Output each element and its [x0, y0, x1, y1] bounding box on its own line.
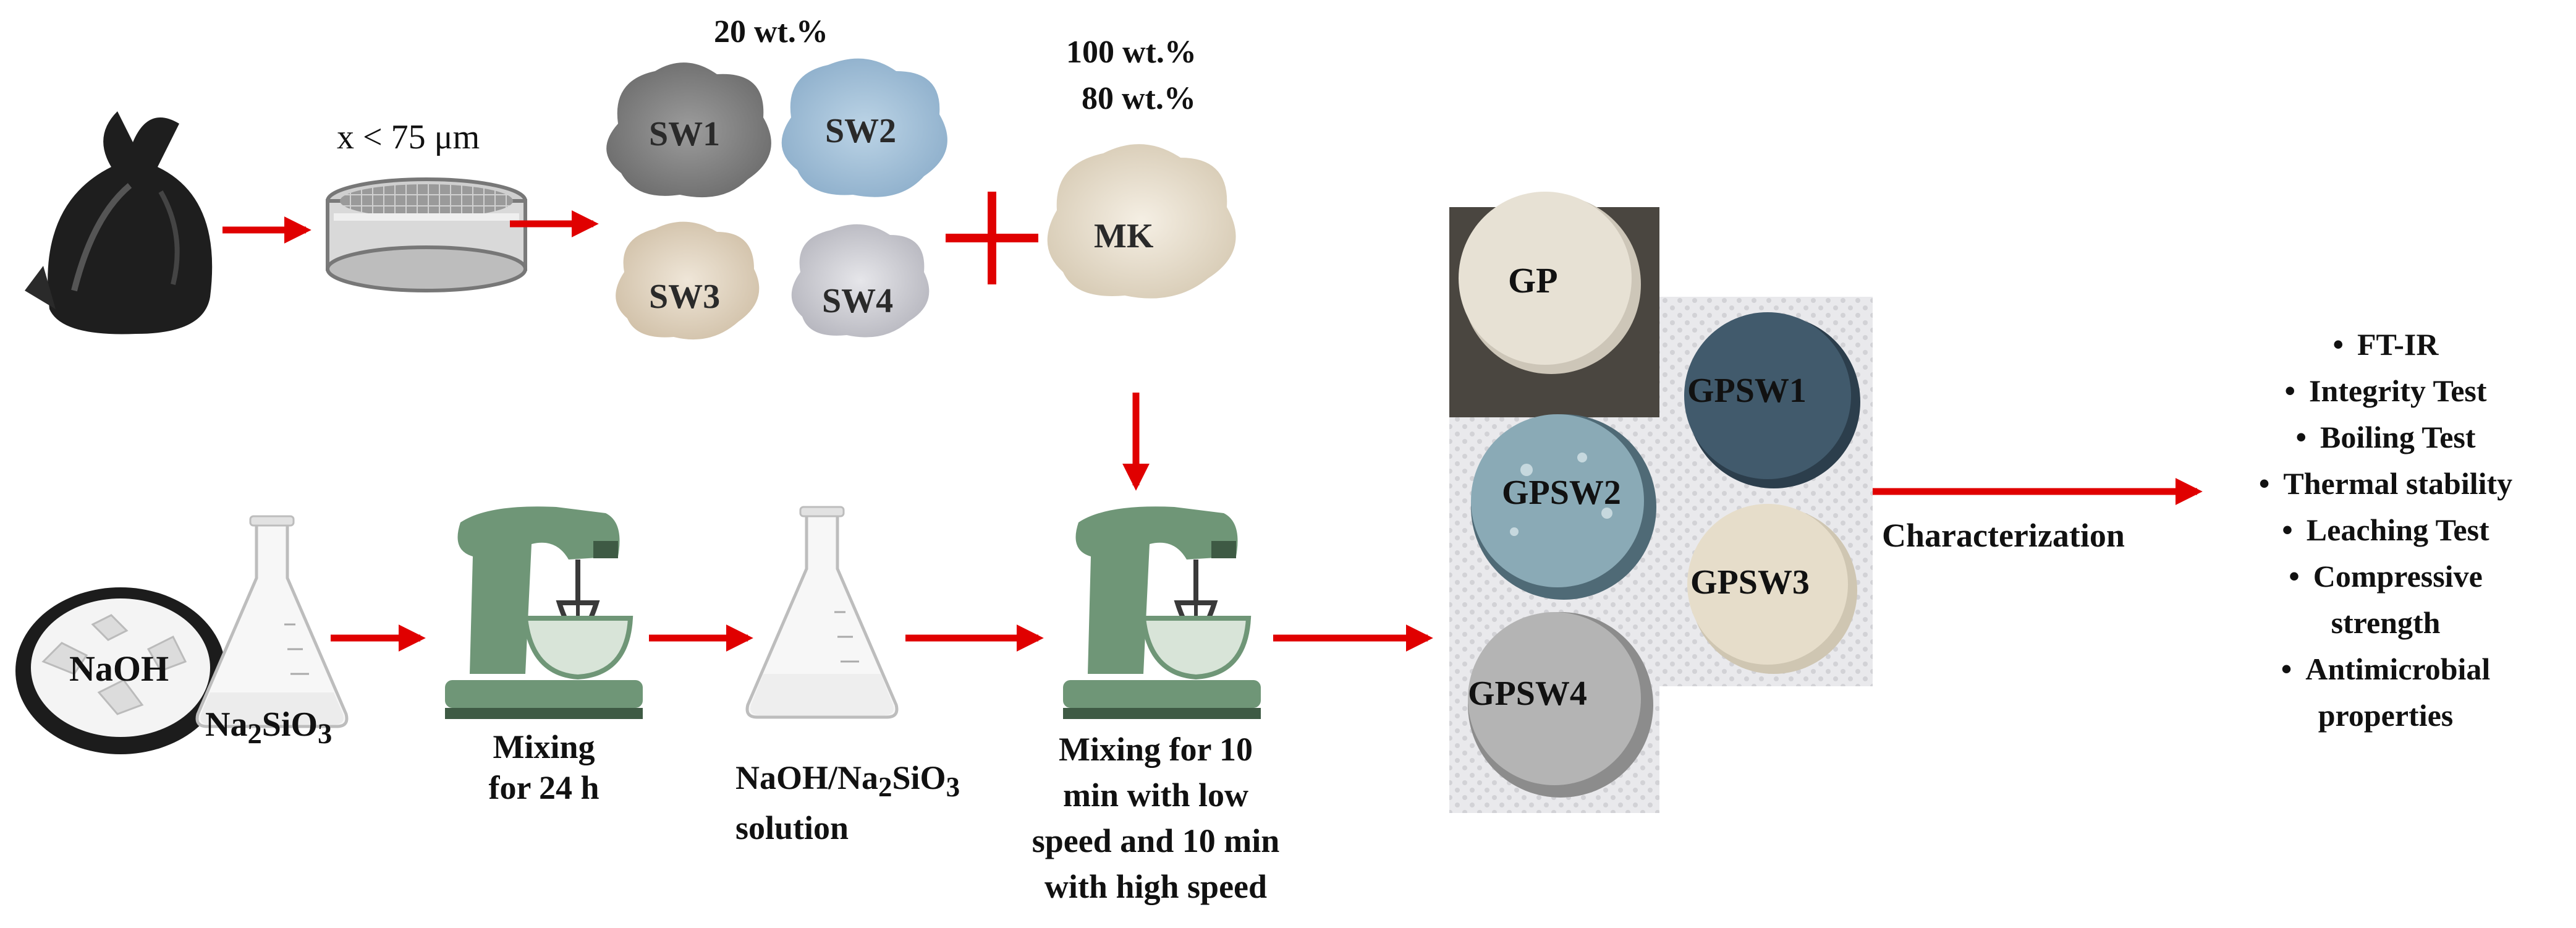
mixing-1-label: Mixing for 24 h: [451, 726, 637, 808]
sw3-label: SW3: [649, 278, 721, 316]
sieve-icon: [326, 177, 527, 292]
solution-line1: NaOH/Na2SiO3: [735, 757, 960, 807]
specimen-label-gpsw2: GPSW2: [1502, 474, 1621, 512]
garbage-bag-icon: [25, 111, 213, 334]
test-item-thermal-stability: •Thermal stability: [2258, 466, 2513, 501]
mk-percent-label-2: 80 wt.%: [1082, 81, 1196, 116]
solution-line2: solution: [735, 809, 849, 846]
solution-sub-3: 3: [946, 771, 960, 802]
specimen-label-gpsw1: GPSW1: [1687, 372, 1807, 410]
sw2-label: SW2: [825, 112, 897, 150]
solution-sub-2: 2: [878, 771, 892, 802]
powder-pile-sw3: [616, 221, 760, 340]
mk-percent-label-1: 100 wt.%: [1066, 35, 1197, 70]
test-item-ftir: •FT-IR: [2332, 327, 2439, 362]
test-item-antimicrobial: •Antimicrobial properties: [2281, 652, 2491, 733]
solution-prefix: NaOH/Na: [735, 759, 879, 796]
sw-percent-label: 20 wt.%: [714, 14, 828, 49]
sieve-size-label: x < 75 μm: [337, 118, 480, 156]
characterization-label: Characterization: [1882, 517, 2125, 554]
mixer-icon-1: [445, 506, 643, 719]
mixing-2-label: Mixing for 10 min with low speed and 10 …: [989, 726, 1323, 909]
mk-label: MK: [1094, 217, 1154, 255]
mixing-2-line2: min with low: [1062, 777, 1249, 814]
test-item-leaching: •Leaching Test: [2282, 513, 2489, 547]
test-item-compressive-strength: •Compressive strength: [2289, 559, 2483, 640]
solution-label: NaOH/Na2SiO3 solution: [735, 757, 960, 848]
specimen-label-gp: GP: [1508, 260, 1558, 300]
sodium-silicate-flask-icon: [195, 515, 349, 728]
sodium-silicate-label: Na2SiO3: [205, 705, 332, 751]
specimen-label-gpsw3: GPSW3: [1690, 563, 1810, 602]
mixing-2-line4: with high speed: [1044, 868, 1268, 905]
silicate-sub-2: 2: [247, 718, 262, 751]
mixing-1-line2: for 24 h: [488, 769, 600, 806]
specimen-photos: [1449, 192, 1873, 813]
naoh-bowl-icon: [15, 587, 226, 754]
powder-pile-sw4: [791, 224, 930, 338]
test-item-boiling: •Boiling Test: [2295, 420, 2476, 454]
powder-pile-mk: [1047, 144, 1236, 299]
silicate-sub-3: 3: [318, 718, 333, 751]
solution-flask-icon: [745, 506, 899, 719]
solution-mid: SiO: [892, 759, 946, 796]
silicate-mid: SiO: [261, 705, 318, 744]
plus-sign: [946, 192, 1038, 284]
sw1-label: SW1: [649, 115, 721, 153]
powder-pile-sw2: [781, 58, 947, 197]
specimen-label-gpsw4: GPSW4: [1468, 675, 1587, 713]
mixing-1-line1: Mixing: [493, 728, 595, 765]
mixer-icon-2: [1063, 506, 1261, 719]
test-item-integrity: •Integrity Test: [2284, 373, 2487, 408]
naoh-label: NaOH: [69, 649, 169, 689]
powder-pile-sw1: [606, 62, 771, 198]
silicate-prefix: Na: [205, 705, 248, 744]
mixing-2-line3: speed and 10 min: [1032, 822, 1280, 859]
mixing-2-line1: Mixing for 10: [1059, 731, 1253, 768]
test-list: •FT-IR •Integrity Test •Boiling Test •Th…: [2200, 321, 2571, 739]
sw4-label: SW4: [822, 282, 894, 320]
